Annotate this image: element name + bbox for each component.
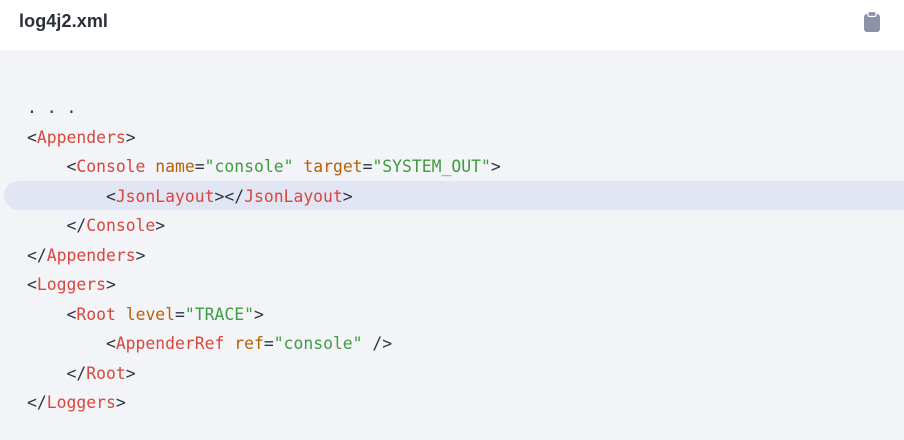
code-punctuation: > xyxy=(105,275,116,294)
code-punctuation: < xyxy=(27,275,37,294)
code-punctuation: > xyxy=(490,157,501,176)
code-line: <AppenderRef ref="console" /> xyxy=(0,329,904,359)
copy-button[interactable] xyxy=(859,9,885,35)
code-punctuation: </ xyxy=(27,216,87,235)
code-punctuation: > xyxy=(115,393,126,412)
highlighted-line-background xyxy=(4,181,904,210)
code-punctuation: > xyxy=(125,127,136,147)
code-punctuation: = xyxy=(362,157,373,176)
xml-tag-name: Appenders xyxy=(36,127,126,147)
code-punctuation: < xyxy=(27,304,77,324)
xml-tag-name: AppenderRef xyxy=(115,334,225,353)
code-punctuation: </ xyxy=(27,393,47,412)
code-line: </Console> xyxy=(0,211,904,241)
code-punctuation: < xyxy=(27,127,37,147)
code-punctuation: > xyxy=(125,363,136,383)
file-name: log4j2.xml xyxy=(19,11,109,31)
code-punctuation xyxy=(293,157,303,176)
code-punctuation xyxy=(116,305,126,324)
code-punctuation: </ xyxy=(27,363,87,383)
code-punctuation: < xyxy=(27,186,116,206)
xml-attribute-name: ref xyxy=(234,334,264,353)
xml-attribute-name: target xyxy=(303,157,363,176)
code-punctuation: . . . xyxy=(27,98,77,117)
code-line: </Root> xyxy=(0,359,904,389)
code-punctuation: /> xyxy=(362,334,393,353)
xml-tag-name: Loggers xyxy=(36,275,106,294)
code-punctuation: > xyxy=(155,216,166,235)
xml-attribute-value: "console" xyxy=(204,157,294,176)
xml-tag-name: JsonLayout xyxy=(115,186,215,206)
xml-attribute-name: name xyxy=(155,157,195,176)
xml-attribute-value: "TRACE" xyxy=(184,304,254,324)
code-punctuation: > xyxy=(254,304,264,324)
code-line: </Appenders> xyxy=(0,241,904,271)
xml-tag-name: Console xyxy=(86,216,156,235)
code-block-header: log4j2.xml xyxy=(0,0,904,50)
code-line-highlighted: <JsonLayout></JsonLayout> xyxy=(0,182,904,212)
code-punctuation: < xyxy=(27,334,116,353)
code-line: <Loggers> xyxy=(0,270,904,300)
code-content: . . .<Appenders> <Console name="console"… xyxy=(0,93,904,418)
code-punctuation: ></ xyxy=(214,186,245,206)
code-line: </Loggers> xyxy=(0,388,904,418)
code-punctuation: > xyxy=(342,186,353,206)
code-punctuation xyxy=(224,334,234,353)
code-punctuation: = xyxy=(175,304,185,324)
code-line: <Console name="console" target="SYSTEM_O… xyxy=(0,152,904,182)
code-punctuation xyxy=(145,157,155,176)
xml-attribute-name: level xyxy=(125,304,176,324)
code-punctuation: > xyxy=(135,245,146,265)
code-punctuation: = xyxy=(263,334,274,353)
xml-tag-name: Appenders xyxy=(46,245,136,265)
xml-tag-name: JsonLayout xyxy=(244,186,343,206)
xml-tag-name: Root xyxy=(86,363,126,383)
xml-tag-name: Loggers xyxy=(46,393,116,412)
xml-tag-name: Console xyxy=(76,157,146,176)
code-line: <Appenders> xyxy=(0,123,904,153)
xml-attribute-value: "SYSTEM_OUT" xyxy=(372,157,491,176)
code-line: <Root level="TRACE"> xyxy=(0,300,904,330)
xml-tag-name: Root xyxy=(76,304,116,324)
code-punctuation: < xyxy=(27,157,77,176)
code-punctuation: </ xyxy=(27,245,47,265)
clipboard-icon xyxy=(864,11,880,32)
code-line: . . . xyxy=(0,93,904,123)
xml-attribute-value: "console" xyxy=(273,334,363,353)
code-punctuation: = xyxy=(194,157,205,176)
